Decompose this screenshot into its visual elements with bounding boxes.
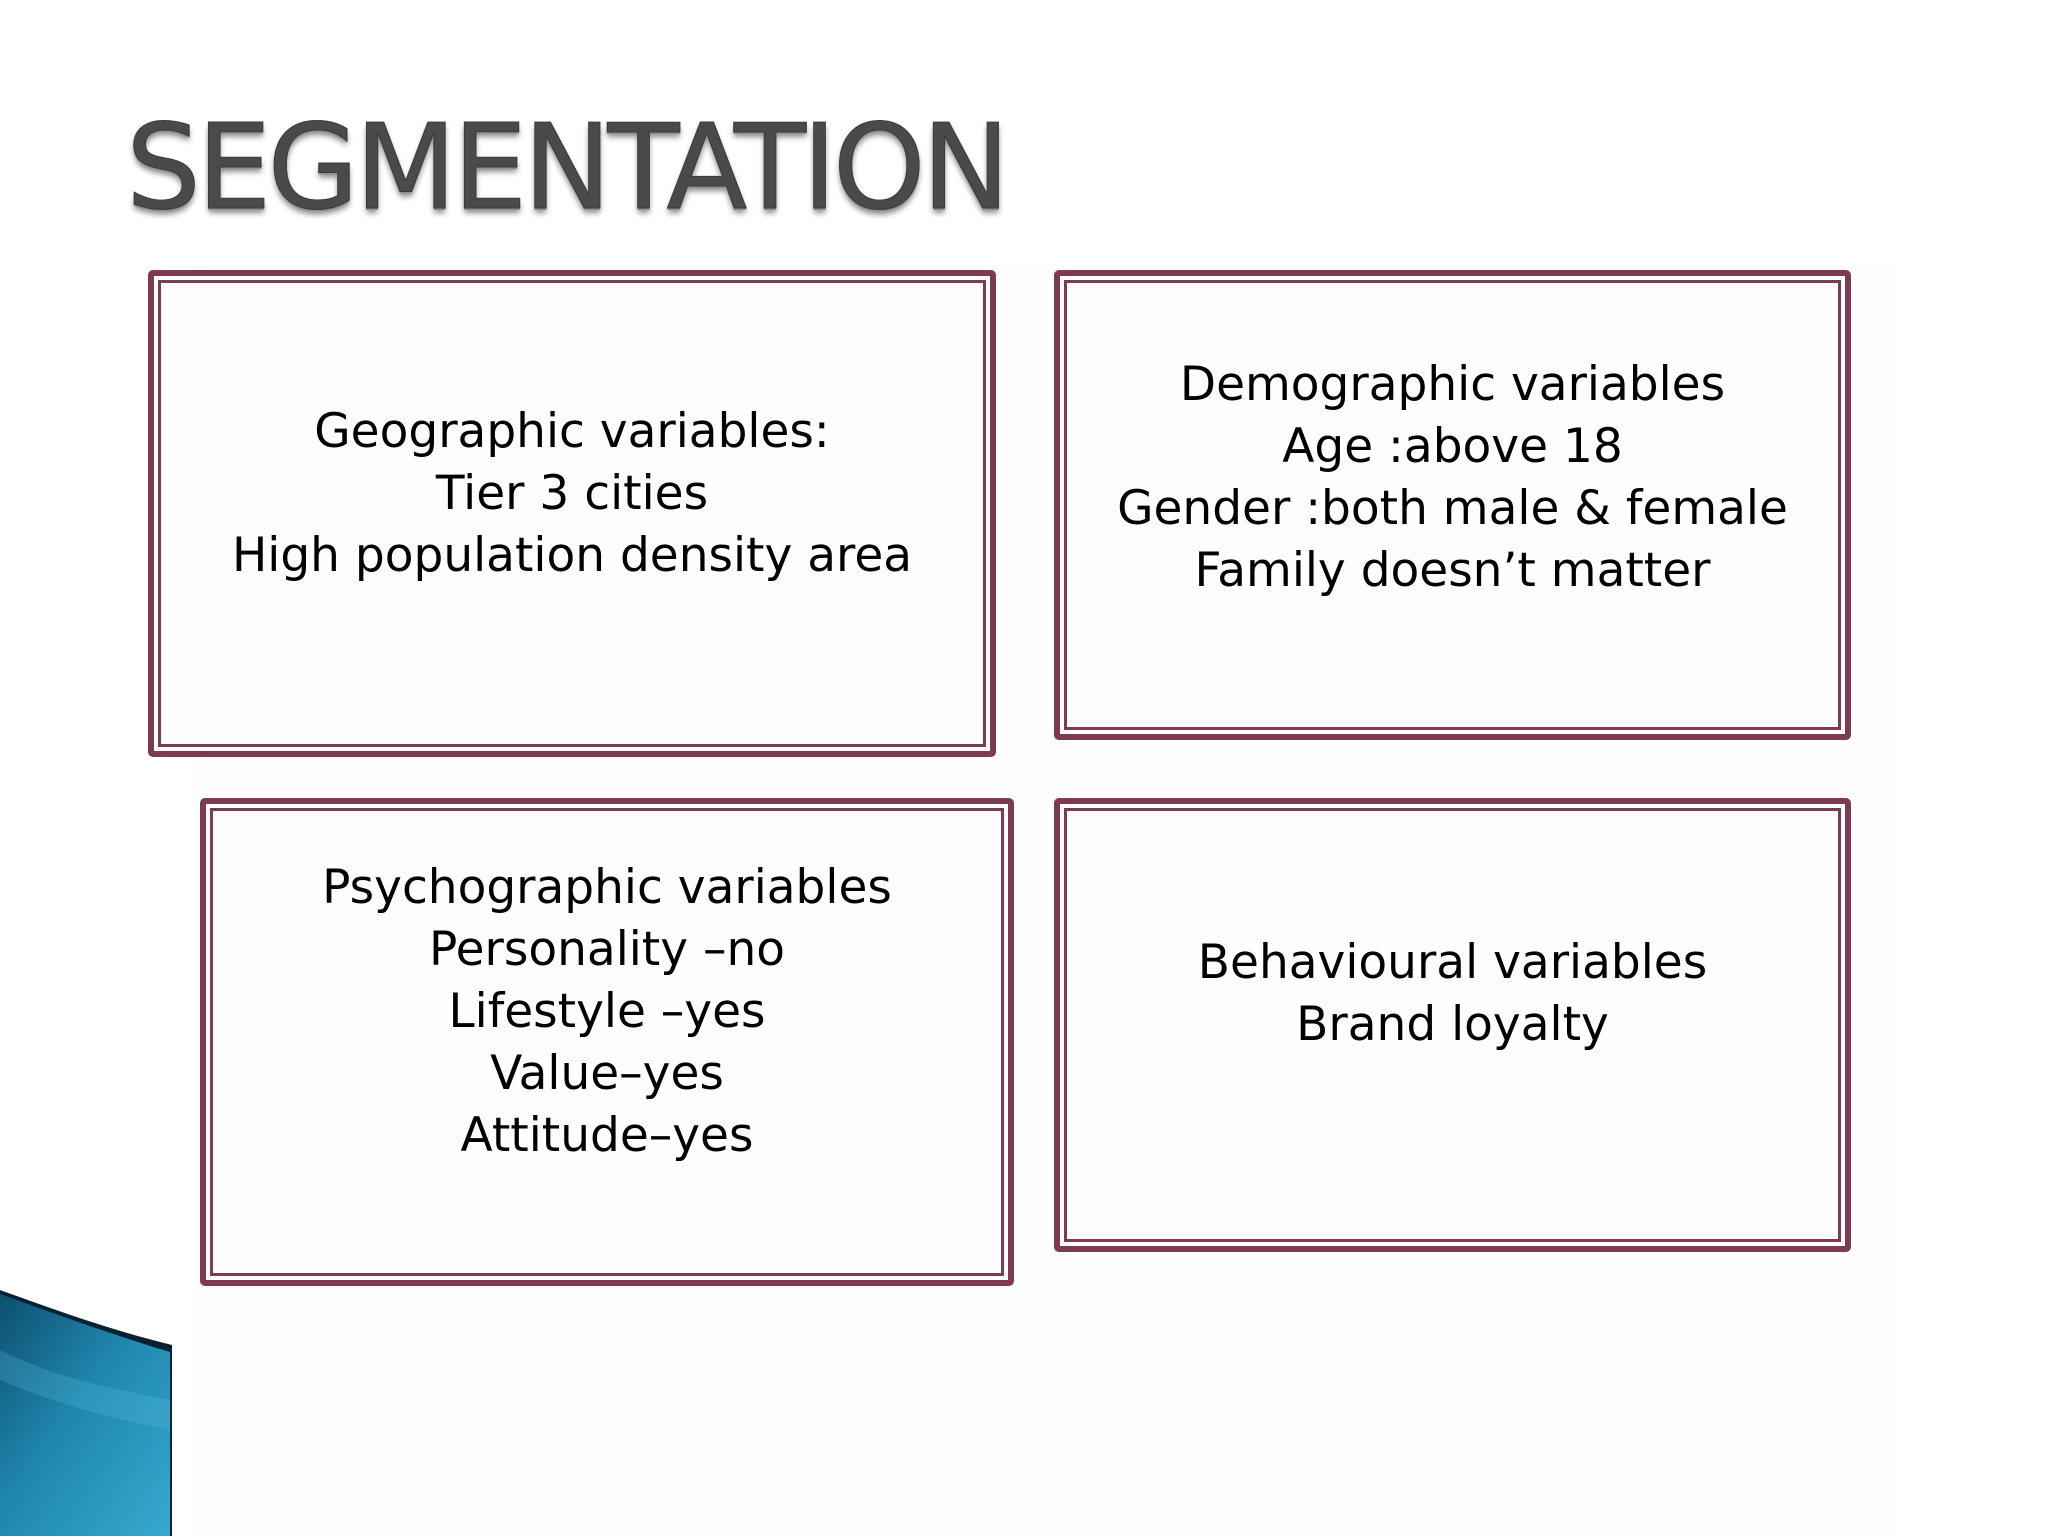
psychographic-variables-box: Psychographic variables Personality –no … [200,798,1014,1286]
box-heading: Psychographic variables [322,860,892,915]
behavioural-variables-box: Behavioural variables Brand loyalty [1054,798,1851,1252]
decorative-swoosh-graphic [0,1290,172,1536]
box-heading: Geographic variables: [314,403,830,459]
box-inner-border: Psychographic variables Personality –no … [210,808,1004,1276]
box-line: Lifestyle –yes [448,984,766,1039]
box-inner-border: Geographic variables: Tier 3 cities High… [158,280,986,747]
box-line: High population density area [231,527,913,583]
demographic-variables-box: Demographic variables Age :above 18 Gend… [1054,270,1851,740]
box-line: Tier 3 cities [435,465,709,521]
geographic-variables-box: Geographic variables: Tier 3 cities High… [148,270,996,757]
box-line: Gender :both male & female [1117,481,1788,536]
box-line: Age :above 18 [1282,419,1623,474]
box-line: Personality –no [428,922,786,977]
box-line: Brand loyalty [1296,997,1609,1052]
box-line: Family doesn’t matter [1194,543,1711,598]
box-inner-border: Demographic variables Age :above 18 Gend… [1064,280,1841,730]
box-heading: Behavioural variables [1197,935,1708,990]
box-inner-border: Behavioural variables Brand loyalty [1064,808,1841,1242]
box-line: Value–yes [490,1046,724,1101]
box-line: Attitude–yes [460,1108,754,1163]
slide-title: SEGMENTATION [125,98,1010,236]
box-heading: Demographic variables [1179,357,1726,412]
